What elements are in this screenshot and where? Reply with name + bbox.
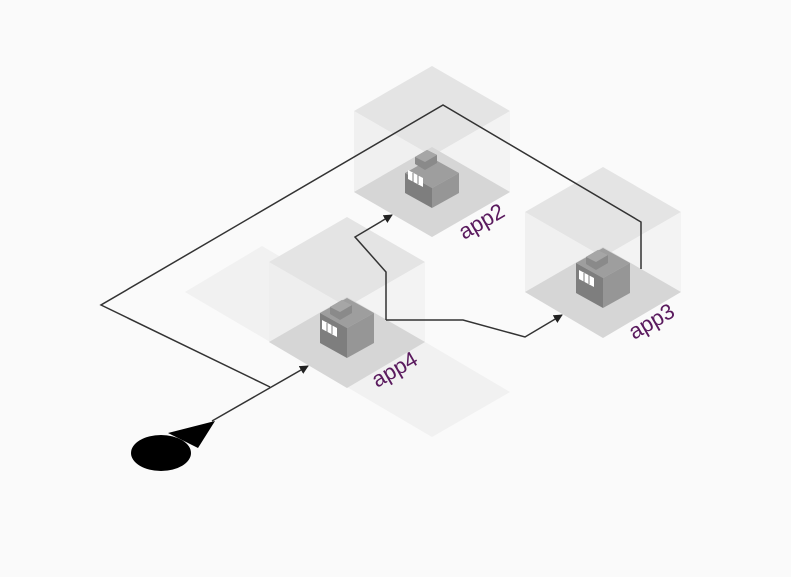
app4-server-icon [320,298,374,358]
app3-server-icon [576,248,630,308]
app2-server-icon [405,150,459,208]
start-arrowhead [168,421,215,448]
start-event[interactable] [131,421,215,471]
edge-start-to-app4[interactable] [211,365,309,422]
edge-app3-to-app4[interactable] [99,104,642,388]
edge-app2-to-app3[interactable] [386,314,563,338]
start-ellipse [131,435,191,471]
edge-app4-to-app2[interactable] [353,214,393,320]
